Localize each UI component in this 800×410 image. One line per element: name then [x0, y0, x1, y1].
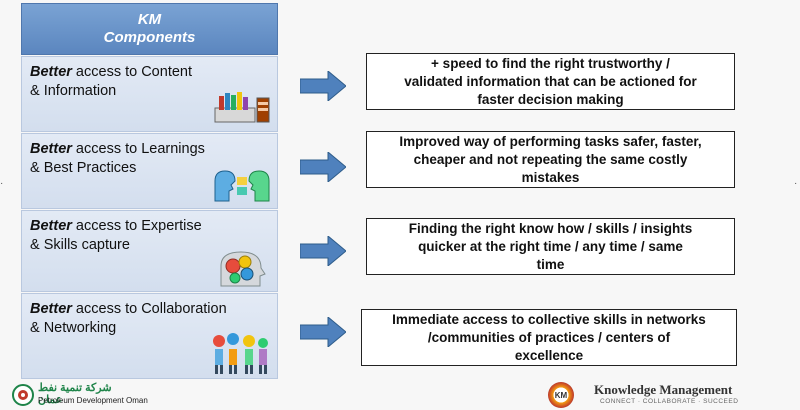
people-gears-icon — [213, 333, 268, 374]
component-content: Better access to Content & Information — [21, 56, 278, 132]
arrow-right-icon — [300, 317, 346, 347]
pdo-company-name: Petroleum Development Oman — [38, 396, 148, 405]
header-line-1: KM — [137, 11, 162, 28]
benefit-box-content: + speed to find the right trustworthy / … — [366, 53, 735, 110]
arrow-right-icon — [300, 71, 346, 101]
pdo-arabic-name: شركة تنمية نفط عمان — [38, 382, 112, 406]
emphasis-word: Better — [30, 141, 72, 157]
header-line-2: Components — [103, 29, 196, 46]
km-logo: KM Knowledge Management CONNECT · COLLAB… — [548, 382, 798, 408]
books-icon — [214, 92, 270, 123]
component-collaboration: Better access to Collaboration & Network… — [21, 293, 278, 379]
edge-marker: · — [794, 178, 798, 189]
emphasis-word: Better — [30, 218, 72, 234]
component-label: Better access to Collaboration & Network… — [30, 301, 227, 336]
component-label: Better access to Learnings & Best Practi… — [30, 141, 205, 176]
km-badge-icon: KM — [548, 382, 574, 408]
pdo-logo: شركة تنمية نفط عمان Petroleum Developmen… — [8, 382, 148, 408]
pdo-emblem-icon — [12, 384, 34, 406]
gears-head-icon — [220, 251, 266, 287]
emphasis-word: Better — [30, 64, 72, 80]
km-tagline: CONNECT · COLLABORATE · SUCCEED — [600, 398, 739, 405]
two-heads-icon — [214, 170, 270, 202]
benefit-box-expertise: Finding the right know how / skills / in… — [366, 218, 735, 275]
benefit-box-collaboration: Immediate access to collective skills in… — [361, 309, 737, 366]
component-label: Better access to Content & Information — [30, 64, 192, 99]
emphasis-word: Better — [30, 301, 72, 317]
arrow-right-icon — [300, 236, 346, 266]
component-learnings: Better access to Learnings & Best Practi… — [21, 133, 278, 209]
edge-marker: · — [0, 178, 4, 189]
component-expertise: Better access to Expertise & Skills capt… — [21, 210, 278, 292]
component-label: Better access to Expertise & Skills capt… — [30, 218, 202, 253]
benefit-box-learnings: Improved way of performing tasks safer, … — [366, 131, 735, 188]
arrow-right-icon — [300, 152, 346, 182]
km-title: Knowledge Management — [594, 382, 733, 397]
km-components-header: KM Components — [21, 3, 278, 55]
